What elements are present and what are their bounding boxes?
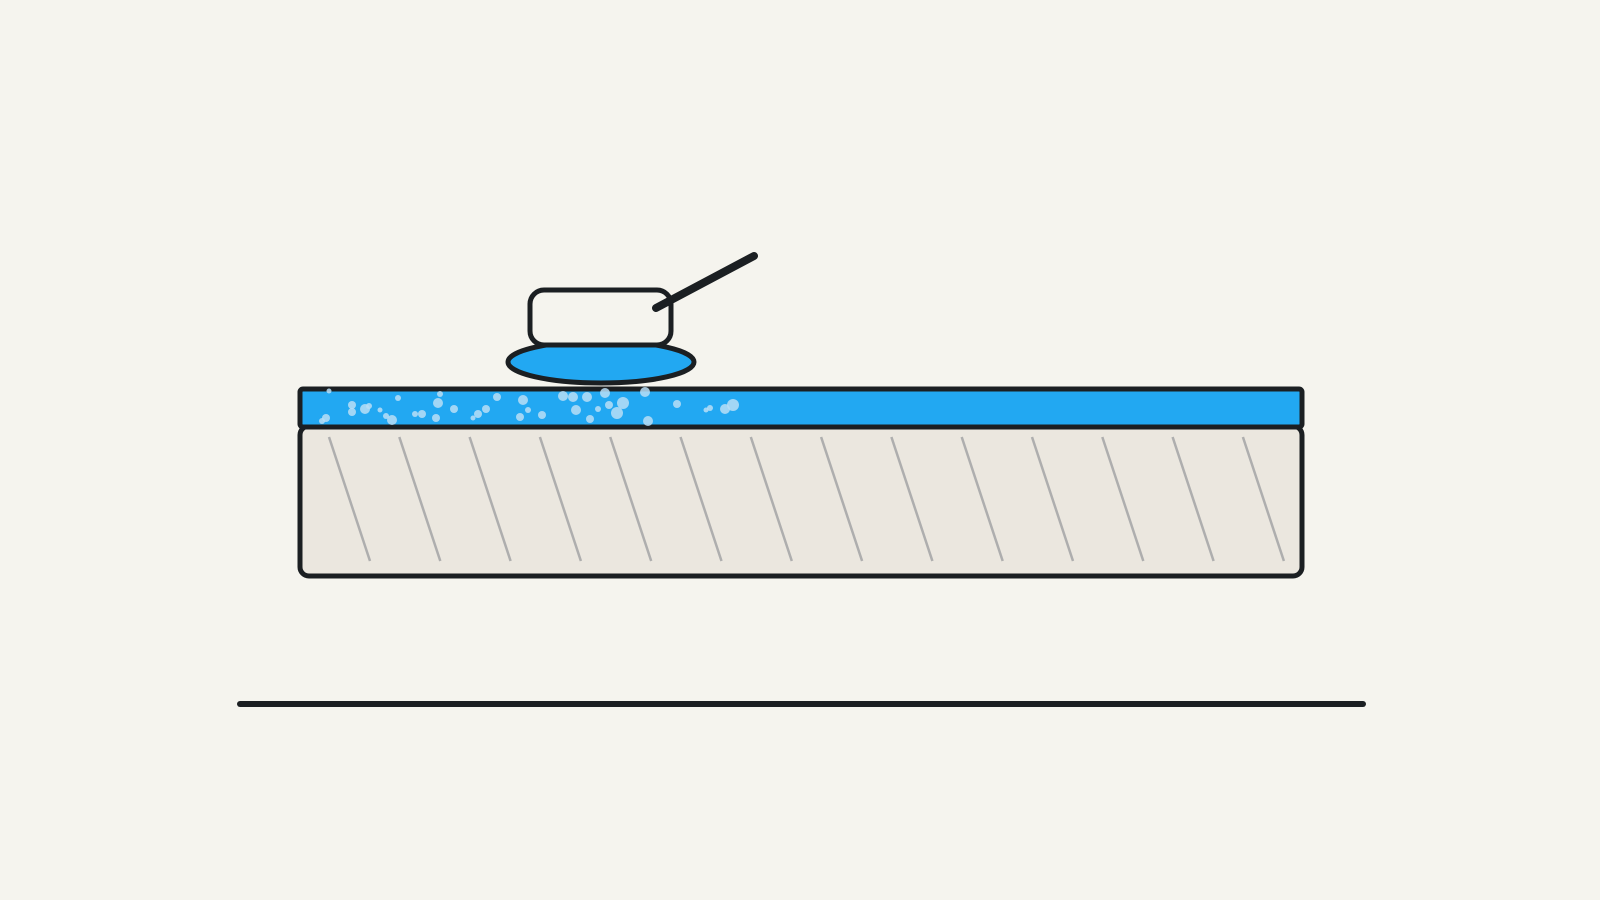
bubble — [595, 406, 601, 412]
bubble — [600, 388, 610, 398]
hatch-line — [1101, 436, 1145, 562]
bubble — [348, 408, 356, 416]
hatch-line — [468, 436, 512, 562]
base-slab-body — [297, 423, 1305, 579]
hatch-line — [398, 436, 442, 562]
bubble — [568, 392, 578, 402]
hatch-line — [1171, 436, 1215, 562]
bubble — [319, 418, 325, 424]
bubble — [707, 405, 713, 411]
bubble — [643, 416, 653, 426]
applicator-body — [527, 287, 674, 348]
bubble — [525, 407, 531, 413]
hatch-line — [749, 436, 793, 562]
bubble — [470, 415, 476, 421]
bubble — [348, 401, 356, 409]
bubble — [432, 414, 440, 422]
bubble — [586, 415, 594, 423]
hatch-line — [327, 436, 372, 562]
blue-coating-band — [297, 386, 1305, 430]
hatch-line — [1241, 436, 1286, 562]
hatch-line — [679, 436, 723, 562]
applicator-tool — [505, 252, 758, 386]
bubble — [326, 388, 332, 394]
blue-coating-layer — [297, 386, 1305, 430]
bubble — [605, 401, 613, 409]
hatch-line — [890, 436, 934, 562]
bubble — [450, 405, 458, 413]
hatch-lines — [327, 436, 1286, 562]
bubble — [366, 403, 372, 409]
base-slab — [297, 423, 1305, 579]
bubble — [571, 405, 581, 415]
bubble — [412, 411, 418, 417]
bubble — [387, 415, 397, 425]
bubble — [433, 398, 443, 408]
bubble — [582, 392, 592, 402]
bubble — [516, 413, 524, 421]
hatch-line — [960, 436, 1004, 562]
bubble — [474, 410, 482, 418]
bubble — [640, 387, 650, 397]
hatch-line — [538, 436, 583, 562]
bubble — [377, 407, 383, 413]
bubble — [727, 399, 739, 411]
bubble — [673, 400, 681, 408]
hatch-line — [609, 436, 653, 562]
bubble — [482, 405, 490, 413]
bubble — [538, 411, 546, 419]
bubble — [518, 395, 528, 405]
hatch-line — [819, 436, 864, 562]
bubble — [617, 397, 629, 409]
bubble — [383, 413, 389, 419]
hatch-line — [1030, 436, 1075, 562]
bubble — [558, 391, 568, 401]
bubble — [418, 410, 426, 418]
bubble — [395, 395, 401, 401]
bubbles — [319, 387, 739, 426]
bubble — [493, 393, 501, 401]
bubble — [611, 407, 623, 419]
applicator-handle — [652, 252, 758, 312]
bubble — [437, 391, 443, 397]
